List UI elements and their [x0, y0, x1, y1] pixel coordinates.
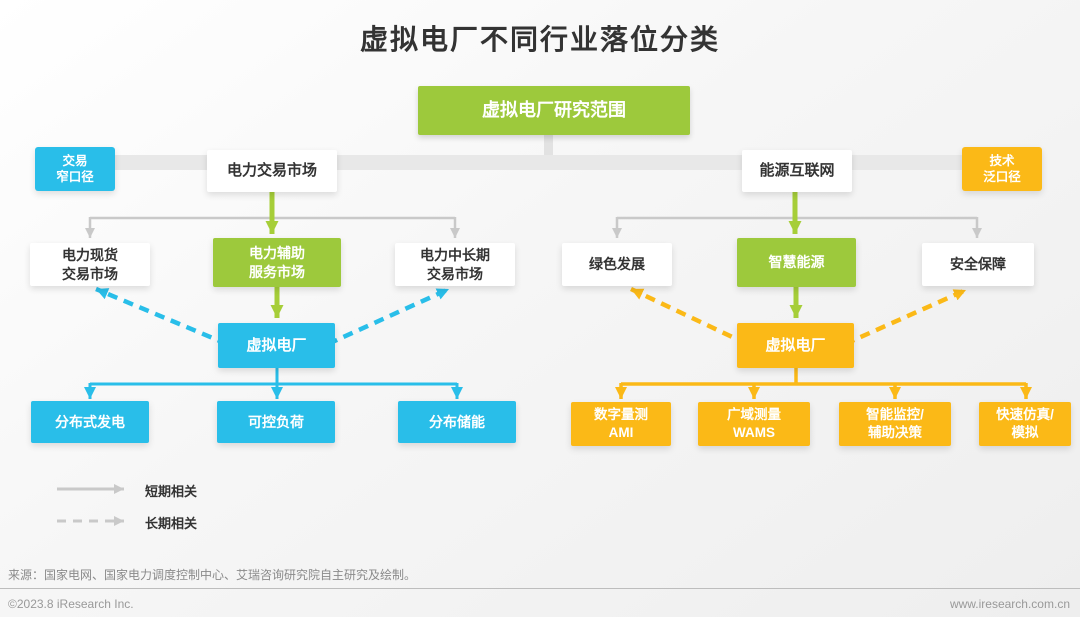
cyan-dashed-arrows — [95, 286, 450, 347]
legend-solid-label: 短期相关 — [145, 484, 198, 499]
node-vpp-right: 虚拟电厂 — [737, 323, 854, 368]
footer-copyright: ©2023.8 iResearch Inc. — [8, 597, 134, 611]
footer-divider — [0, 588, 1080, 589]
leaf-distributed-storage: 分布储能 — [398, 401, 516, 443]
leaf-wams: 广域测量 WAMS — [698, 402, 810, 446]
leaf-controllable-load: 可控负荷 — [217, 401, 335, 443]
node-mid-long-term-market: 电力中长期 交易市场 — [395, 243, 515, 286]
leaf-ami: 数字量测 AMI — [571, 402, 671, 446]
node-research-scope: 虚拟电厂研究范围 — [418, 86, 690, 135]
page-title: 虚拟电厂不同行业落位分类 — [359, 24, 720, 55]
footer-website: www.iresearch.com.cn — [949, 597, 1070, 611]
node-ancillary-market: 电力辅助 服务市场 — [213, 238, 341, 287]
leaf-fast-simulation: 快速仿真/ 模拟 — [979, 402, 1071, 446]
node-power-trading-market: 电力交易市场 — [207, 150, 337, 192]
node-vpp-left: 虚拟电厂 — [218, 323, 335, 368]
legend-dashed-label: 长期相关 — [145, 516, 198, 531]
backbone-connectors — [40, 133, 1042, 170]
leaf-intelligent-monitoring: 智能监控/ 辅助决策 — [839, 402, 951, 446]
source-note: 来源：国家电网、国家电力调度控制中心、艾瑞咨询研究院自主研究及绘制。 — [8, 568, 417, 582]
yellow-dashed-arrows — [630, 286, 967, 347]
scope-tag-tech: 技术 泛口径 — [962, 147, 1042, 191]
node-security-guarantee: 安全保障 — [922, 243, 1034, 286]
node-spot-market: 电力现货 交易市场 — [30, 243, 150, 286]
node-green-development: 绿色发展 — [562, 243, 672, 286]
green-arrows — [265, 192, 803, 318]
node-smart-energy: 智慧能源 — [737, 238, 856, 287]
cyan-tree-connectors — [84, 368, 463, 399]
leaf-distributed-generation: 分布式发电 — [31, 401, 149, 443]
yellow-tree-connectors — [615, 367, 1032, 399]
node-energy-internet: 能源互联网 — [742, 150, 852, 192]
scope-tag-trading: 交易 窄口径 — [35, 147, 115, 191]
